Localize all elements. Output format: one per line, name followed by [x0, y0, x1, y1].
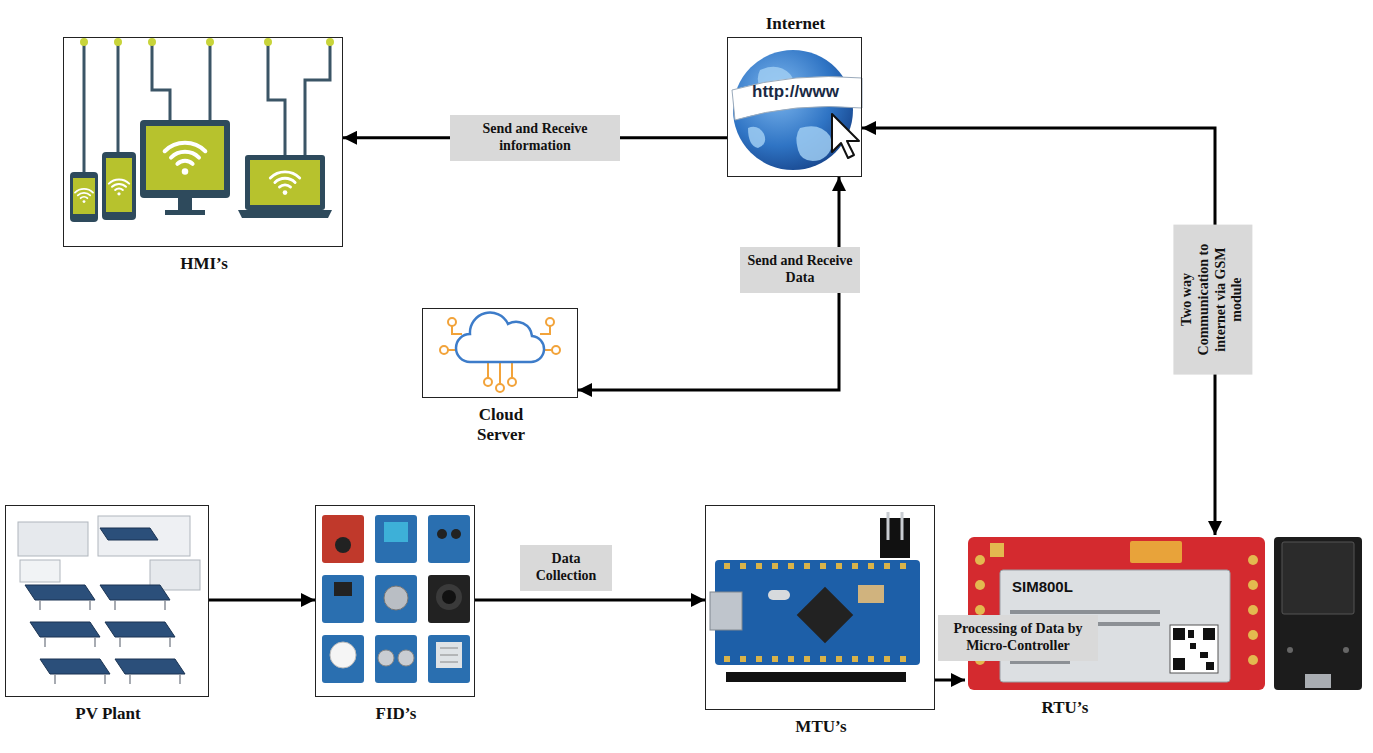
node-label: FID’s	[376, 704, 417, 724]
connector-arrow	[862, 128, 1215, 535]
edge-label: Processing of Data by Micro-Controller	[938, 615, 1098, 661]
image-text: SIM800L	[1012, 578, 1073, 595]
node-label: MTU’s	[795, 717, 846, 737]
picture-box: FID’s	[315, 505, 475, 697]
picture-box: Cloud Server	[422, 308, 578, 398]
picture-box: HMI’s	[63, 37, 343, 247]
connector-arrow	[475, 599, 705, 602]
connector-arrow	[935, 679, 965, 682]
pv-plant	[18, 516, 200, 684]
picture-box: MTU’s	[705, 505, 935, 710]
connector-arrow	[209, 599, 315, 602]
internet-globe	[732, 50, 862, 170]
edge-label: Send and Receive Data	[740, 247, 860, 293]
edge-label: Data Collection	[520, 545, 612, 591]
picture-box: PV Plant	[5, 505, 209, 697]
node-label: PV Plant	[75, 704, 140, 724]
edge-label: Two way Communication to internet via GS…	[1173, 225, 1252, 375]
picture-box: Internet	[727, 37, 862, 177]
node-label: Cloud Server	[461, 405, 541, 444]
node-label: Internet	[766, 14, 825, 34]
sensor-modules	[322, 515, 470, 683]
microcontroller-board	[710, 512, 920, 682]
hmi-devices	[70, 38, 334, 222]
image-text: http://www	[752, 82, 839, 102]
edge-label: Send and Receive information	[450, 115, 620, 161]
picture-box: RTU’s	[965, 535, 1268, 692]
node-label: RTU’s	[1042, 698, 1089, 718]
gsm-module	[968, 537, 1362, 690]
node-label: HMI’s	[180, 254, 228, 274]
cloud-icon	[440, 313, 560, 392]
